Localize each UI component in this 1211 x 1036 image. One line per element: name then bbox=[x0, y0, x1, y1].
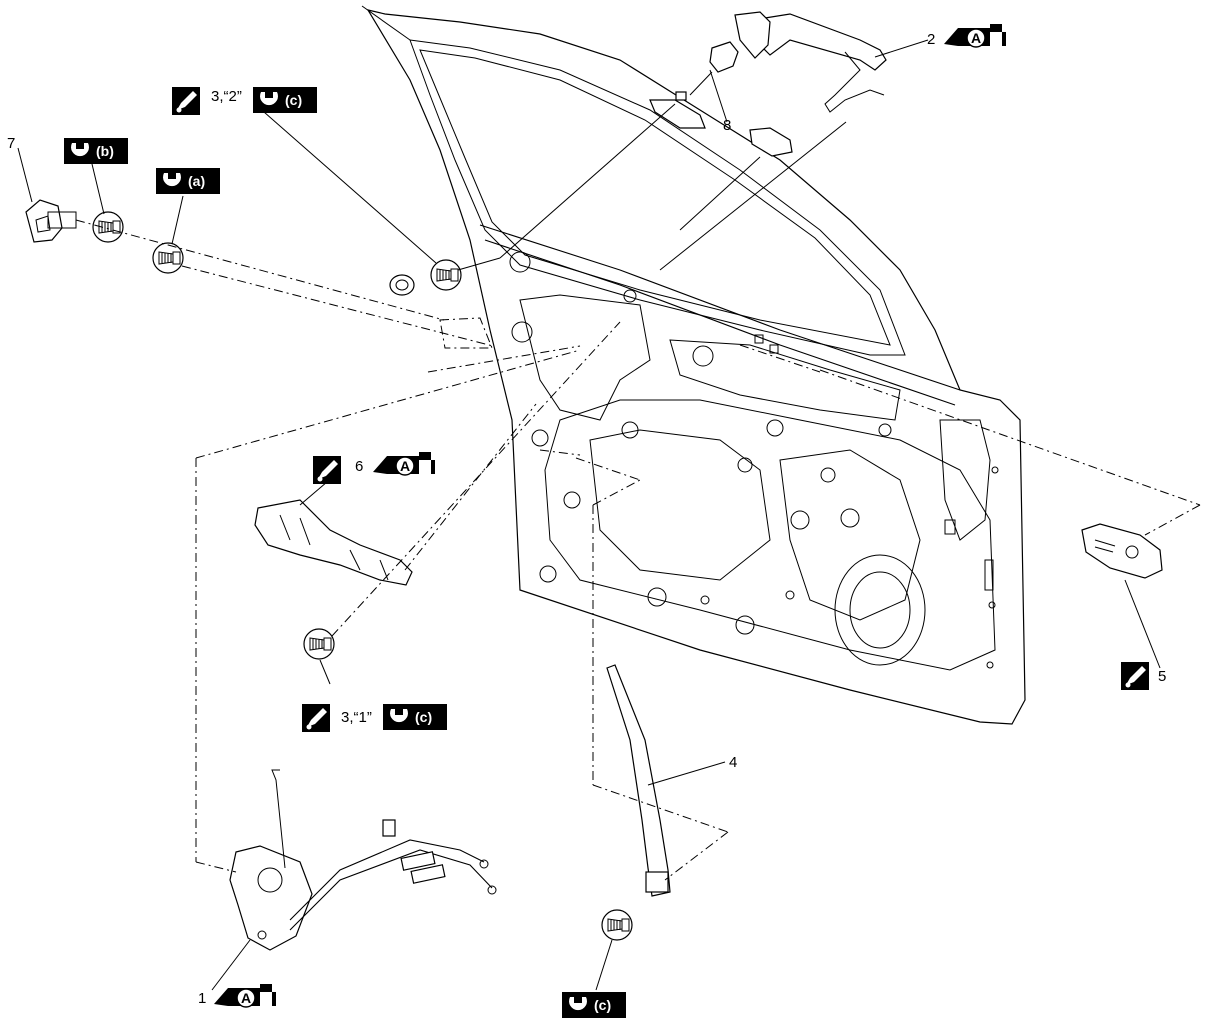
do-not-reuse-icon bbox=[172, 87, 200, 115]
bolt-c-channel bbox=[601, 909, 633, 941]
do-not-reuse-icon bbox=[1121, 662, 1149, 690]
grommet bbox=[389, 274, 415, 296]
callout-3-2: 3,“2” bbox=[211, 88, 242, 105]
svg-text:(c): (c) bbox=[594, 997, 611, 1013]
svg-text:A: A bbox=[400, 458, 410, 474]
grease-mark-2: A bbox=[943, 23, 1007, 48]
do-not-reuse-icon bbox=[302, 704, 330, 732]
key-cylinder bbox=[675, 41, 739, 101]
callout-5: 5 bbox=[1158, 668, 1166, 685]
torque-mark-a: (a) bbox=[156, 168, 220, 194]
bolt-a bbox=[152, 242, 184, 274]
svg-text:(c): (c) bbox=[415, 709, 432, 725]
torque-mark-c-bottom: (c) bbox=[562, 992, 626, 1018]
callout-7: 7 bbox=[7, 135, 15, 152]
striker-cover bbox=[25, 199, 77, 243]
callout-4: 4 bbox=[729, 754, 737, 771]
door-panel bbox=[366, 9, 1026, 725]
do-not-reuse-icon bbox=[313, 456, 341, 484]
bolt-3-2 bbox=[430, 259, 462, 291]
door-lock-assembly bbox=[229, 769, 497, 951]
torque-mark-b: (b) bbox=[64, 138, 128, 164]
callout-3-1: 3,“1” bbox=[341, 709, 372, 726]
rear-run-channel bbox=[606, 664, 671, 897]
outside-handle bbox=[649, 11, 887, 157]
leader-lines bbox=[17, 5, 1161, 991]
svg-text:(a): (a) bbox=[188, 173, 205, 189]
callout-8: 8 bbox=[723, 117, 731, 134]
callout-1: 1 bbox=[198, 990, 206, 1007]
bolt-3-1 bbox=[303, 628, 335, 660]
bolt-b bbox=[92, 211, 124, 243]
svg-text:(c): (c) bbox=[285, 92, 302, 108]
callout-2: 2 bbox=[927, 31, 935, 48]
torque-mark-c-top: (c) bbox=[253, 87, 317, 113]
inside-handle bbox=[1081, 523, 1163, 579]
torque-mark-c-mid: (c) bbox=[383, 704, 447, 730]
dashed-assembly-lines bbox=[75, 219, 1201, 881]
outside-handle-frame bbox=[254, 499, 413, 586]
grease-mark-1: A bbox=[213, 983, 277, 1008]
grease-mark-6: A bbox=[372, 451, 436, 476]
svg-text:A: A bbox=[241, 990, 251, 1006]
callout-6: 6 bbox=[355, 458, 363, 475]
svg-text:(b): (b) bbox=[96, 143, 114, 159]
svg-text:A: A bbox=[971, 30, 981, 46]
